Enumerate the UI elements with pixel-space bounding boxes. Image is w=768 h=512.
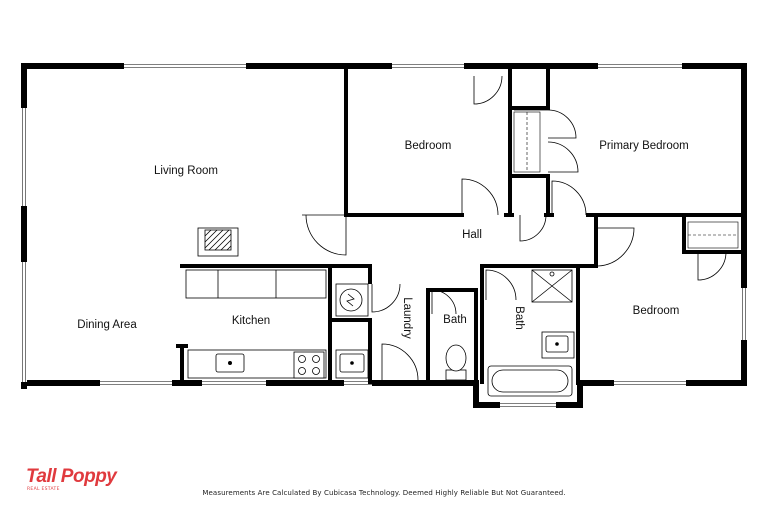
room-label-hall: Hall [462,229,482,241]
fixtures [185,227,575,397]
room-label-bath-small: Bath [443,314,467,326]
room-label-bedroom-south: Bedroom [633,305,680,317]
closet-rods [513,111,739,249]
logo-text: Tall Poppy [26,466,118,487]
shower-icon [531,269,573,303]
water-heater-icon [335,283,369,317]
interior-walls [176,66,744,385]
room-label-dining-area: Dining Area [77,319,137,331]
sink-icon [215,353,245,373]
bathtub-icon [487,365,573,397]
windows [21,63,747,408]
room-label-living-room: Living Room [154,165,218,177]
room-label-bedroom-north: Bedroom [405,140,452,152]
room-label-bath-main: Bath [513,306,525,330]
laundry-sink-icon [335,349,369,379]
tall-poppy-logo: Tall Poppy REAL ESTATE [26,466,119,492]
logo-subtext: REAL ESTATE [27,486,60,492]
room-label-primary-bedroom: Primary Bedroom [599,140,688,152]
stove-icon [293,351,325,379]
toilet-icon [445,344,467,381]
room-label-laundry: Laundry [401,297,413,339]
vanity-icon [541,331,575,359]
walls [21,63,747,408]
disclaimer-text: Measurements Are Calculated By Cubicasa … [202,489,566,497]
doors [302,75,727,381]
fireplace-icon [197,227,239,257]
room-label-kitchen: Kitchen [232,315,270,327]
room-labels: Living Room Dining Area Kitchen Bedroom … [77,140,688,339]
